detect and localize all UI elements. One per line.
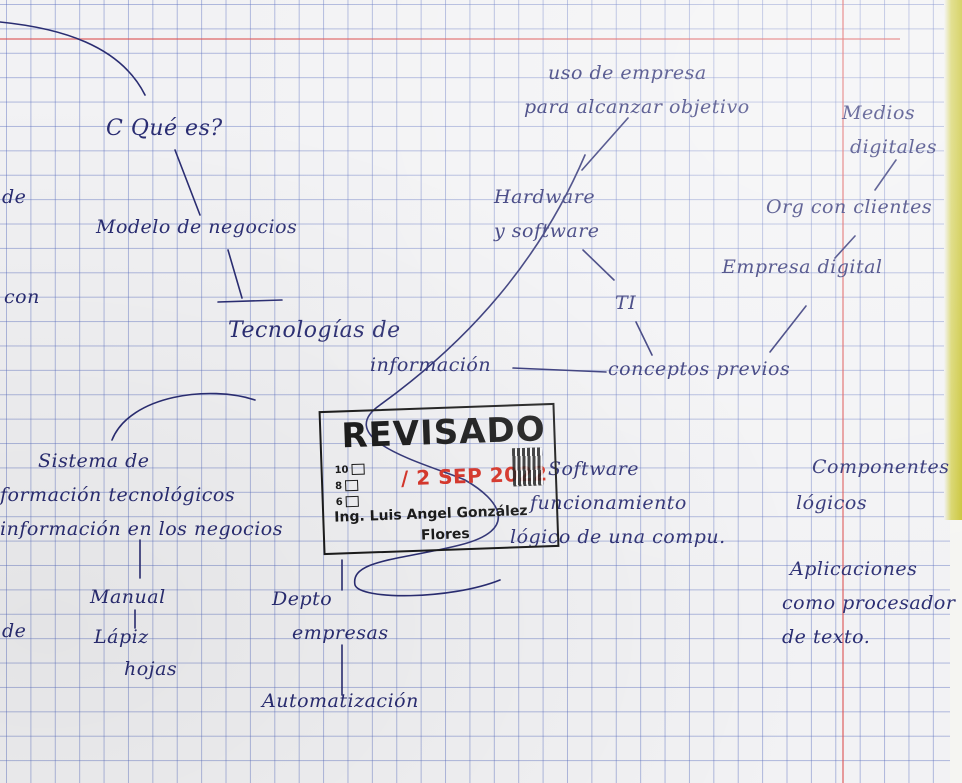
stamp-signer-surname: Flores (420, 525, 470, 544)
note-que-es: C Qué es? (106, 116, 223, 141)
note-org-clientes: Org con clientes (766, 196, 933, 218)
stamp-checkbox-row: 6 (335, 495, 359, 509)
stamp-checkbox-row: 8 (335, 479, 359, 493)
connector-sistema-arc (111, 392, 256, 441)
stamp-checkbox (351, 463, 365, 476)
stamp-qr-code-icon (511, 447, 544, 487)
note-tecnologias-2: información (370, 354, 492, 376)
note-sistema-1: Sistema de (38, 450, 150, 472)
connector-medios-org (874, 159, 897, 191)
note-sistema-2: formación tecnológicos (0, 484, 236, 506)
connector-empresa-conceptos (769, 305, 807, 353)
connector-top-left-curve (0, 21, 146, 96)
stamp-row-label: 6 (335, 496, 343, 509)
note-depto-2: empresas (292, 622, 389, 644)
note-modelo-negocios: Modelo de negocios (96, 216, 298, 238)
margin-line-right (842, 0, 844, 783)
note-medios-1: Medios (842, 102, 916, 124)
note-tecnologias-1: Tecnologías de (228, 318, 401, 343)
note-hardware-2: y software (494, 220, 600, 242)
note-componentes-1: Componentes (812, 456, 950, 478)
connector-hardware-ti (582, 249, 615, 281)
note-hojas: hojas (124, 658, 178, 680)
note-medios-2: digitales (850, 136, 938, 158)
stamp-checkbox (344, 479, 359, 492)
note-software-3: lógico de una compu. (510, 526, 726, 548)
note-aplicaciones-2: como procesador (782, 592, 956, 614)
stamp-row-label: 8 (335, 480, 343, 493)
note-lapiz: Lápiz (94, 626, 149, 648)
note-left-con: con (4, 286, 40, 308)
connector-queso-modelo (174, 149, 201, 216)
stamp-checkbox (345, 495, 359, 508)
connector-modelo-tecnologias (227, 249, 243, 299)
note-software-1: Software (548, 458, 640, 480)
note-aplicaciones-1: Aplicaciones (790, 558, 918, 580)
page-edge-white (950, 520, 962, 783)
note-empresa-digital: Empresa digital (722, 256, 883, 278)
connector-org-empresa (834, 235, 856, 259)
connector-stamp-squiggle (354, 154, 586, 597)
stamp-checkbox-row: 10 (334, 463, 365, 477)
note-aplicaciones-3: de texto. (782, 626, 871, 648)
note-conceptos-previos: conceptos previos (608, 358, 791, 380)
margin-line-top (0, 38, 900, 40)
note-manual: Manual (90, 586, 166, 608)
note-uso-empresa-1: uso de empresa (548, 62, 707, 84)
revisado-stamp: REVISADO 10 8 6 / 2 SEP 2022 Ing. Luis A… (318, 402, 560, 556)
page-edge-yellow (944, 0, 962, 520)
note-left-de-1: de (2, 186, 27, 208)
stamp-signer-name: Ing. Luis Angel González (334, 502, 528, 526)
note-left-de-2: de (2, 620, 27, 642)
note-componentes-2: lógicos (796, 492, 868, 514)
note-software-2: funcionamiento (530, 492, 687, 514)
stamp-row-label: 10 (334, 464, 349, 477)
note-hardware-1: Hardware (494, 186, 596, 208)
connector-uso-hardware (581, 117, 629, 171)
connector-ti-conceptos (635, 321, 653, 356)
note-uso-empresa-2: para alcanzar objetivo (524, 96, 750, 118)
connector-tec-underline (217, 299, 283, 303)
note-ti: TI (615, 292, 637, 314)
note-depto-1: Depto (272, 588, 333, 610)
note-sistema-3: información en los negocios (0, 518, 283, 540)
connector-informacion-conceptos (512, 367, 607, 373)
note-automatizacion: Automatización (262, 690, 419, 712)
